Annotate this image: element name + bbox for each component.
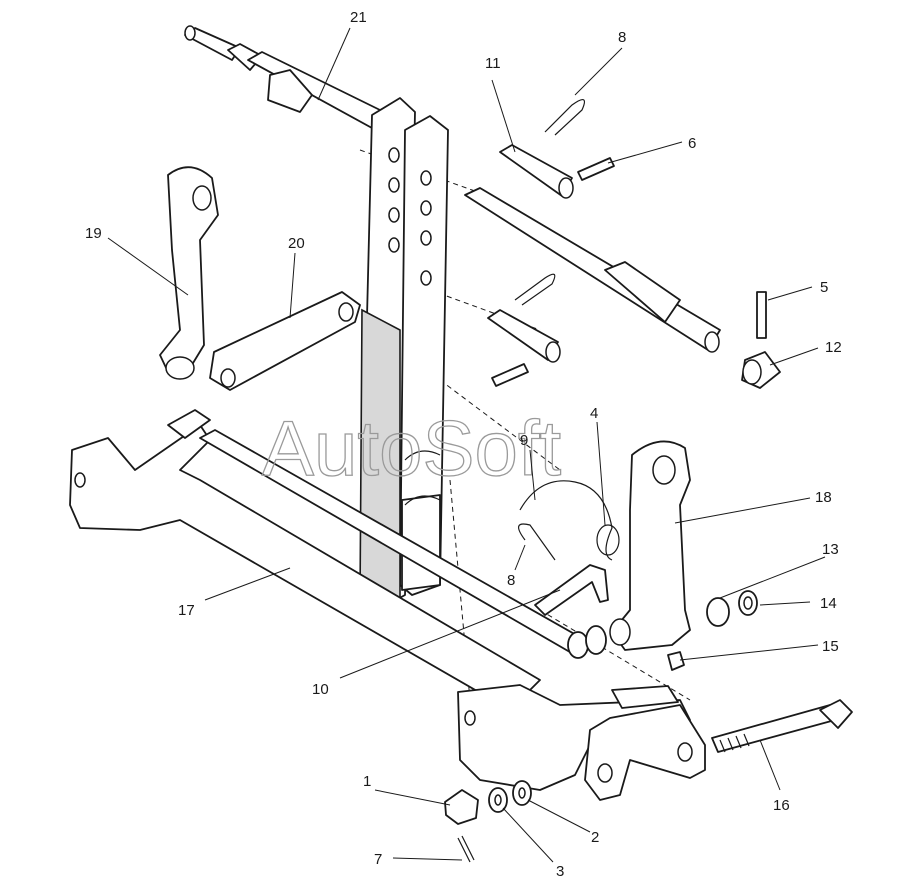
callout-21: 21: [350, 9, 367, 26]
part-10-l-pin: [534, 564, 609, 616]
part-6-roll-pin: [577, 157, 615, 181]
part-21-upper-shaft: [184, 25, 381, 129]
watermark-text: AutoSoft: [262, 404, 562, 492]
callout-1: 1: [363, 773, 371, 790]
part-21-lower-shaft: [464, 187, 721, 353]
callout-16: 16: [773, 797, 790, 814]
part-20-link-plate: [209, 291, 361, 391]
part-7-cotter-pin: [457, 835, 475, 863]
callout-14: 14: [820, 595, 837, 612]
callout-11: 11: [485, 55, 501, 72]
leader-lines: [107, 27, 826, 863]
callout-8-bottom: 8: [507, 572, 515, 589]
callout-8-top: 8: [618, 29, 626, 46]
part-3-washer-hole: [494, 794, 502, 806]
callout-15: 15: [822, 638, 839, 655]
callout-4: 4: [590, 405, 598, 422]
part-4-ring: [596, 524, 620, 556]
part-17-lower-frame-beam: [69, 409, 706, 801]
callout-13: 13: [822, 541, 839, 558]
callout-2: 2: [591, 829, 599, 846]
part-14-washer-hole: [743, 596, 753, 610]
part-18-right-bracket: [609, 440, 691, 651]
callout-12: 12: [825, 339, 842, 356]
part-13-bushing: [706, 597, 730, 627]
callout-18: 18: [815, 489, 832, 506]
part-2-washer-hole: [518, 787, 526, 799]
part-5-pin: [756, 291, 767, 339]
callout-19: 19: [85, 225, 102, 242]
callout-17: 17: [178, 602, 195, 619]
part-8-hair-clips: [514, 99, 585, 561]
callout-6: 6: [688, 135, 696, 152]
callout-7: 7: [374, 851, 382, 868]
part-16-bolt: [711, 699, 853, 753]
callout-labels: 21 8 11 6 19 20 5 12 4 9 18 13 8 14 17 1…: [85, 9, 842, 880]
callout-20: 20: [288, 235, 305, 252]
part-9-chain: [519, 480, 613, 561]
lower-pin: [487, 309, 561, 363]
callout-9: 9: [520, 432, 528, 449]
callout-10: 10: [312, 681, 329, 698]
roll-pin-lower: [491, 363, 529, 387]
left-bushings: [567, 625, 607, 659]
part-1-castle-nut: [444, 789, 479, 825]
callout-3: 3: [556, 863, 564, 880]
part-19-arm-bracket: [159, 166, 219, 380]
callout-5: 5: [820, 279, 828, 296]
part-15-grease-fitting: [667, 651, 685, 671]
part-12-collar: [741, 351, 781, 389]
part-11-upper-pin: [499, 144, 574, 199]
